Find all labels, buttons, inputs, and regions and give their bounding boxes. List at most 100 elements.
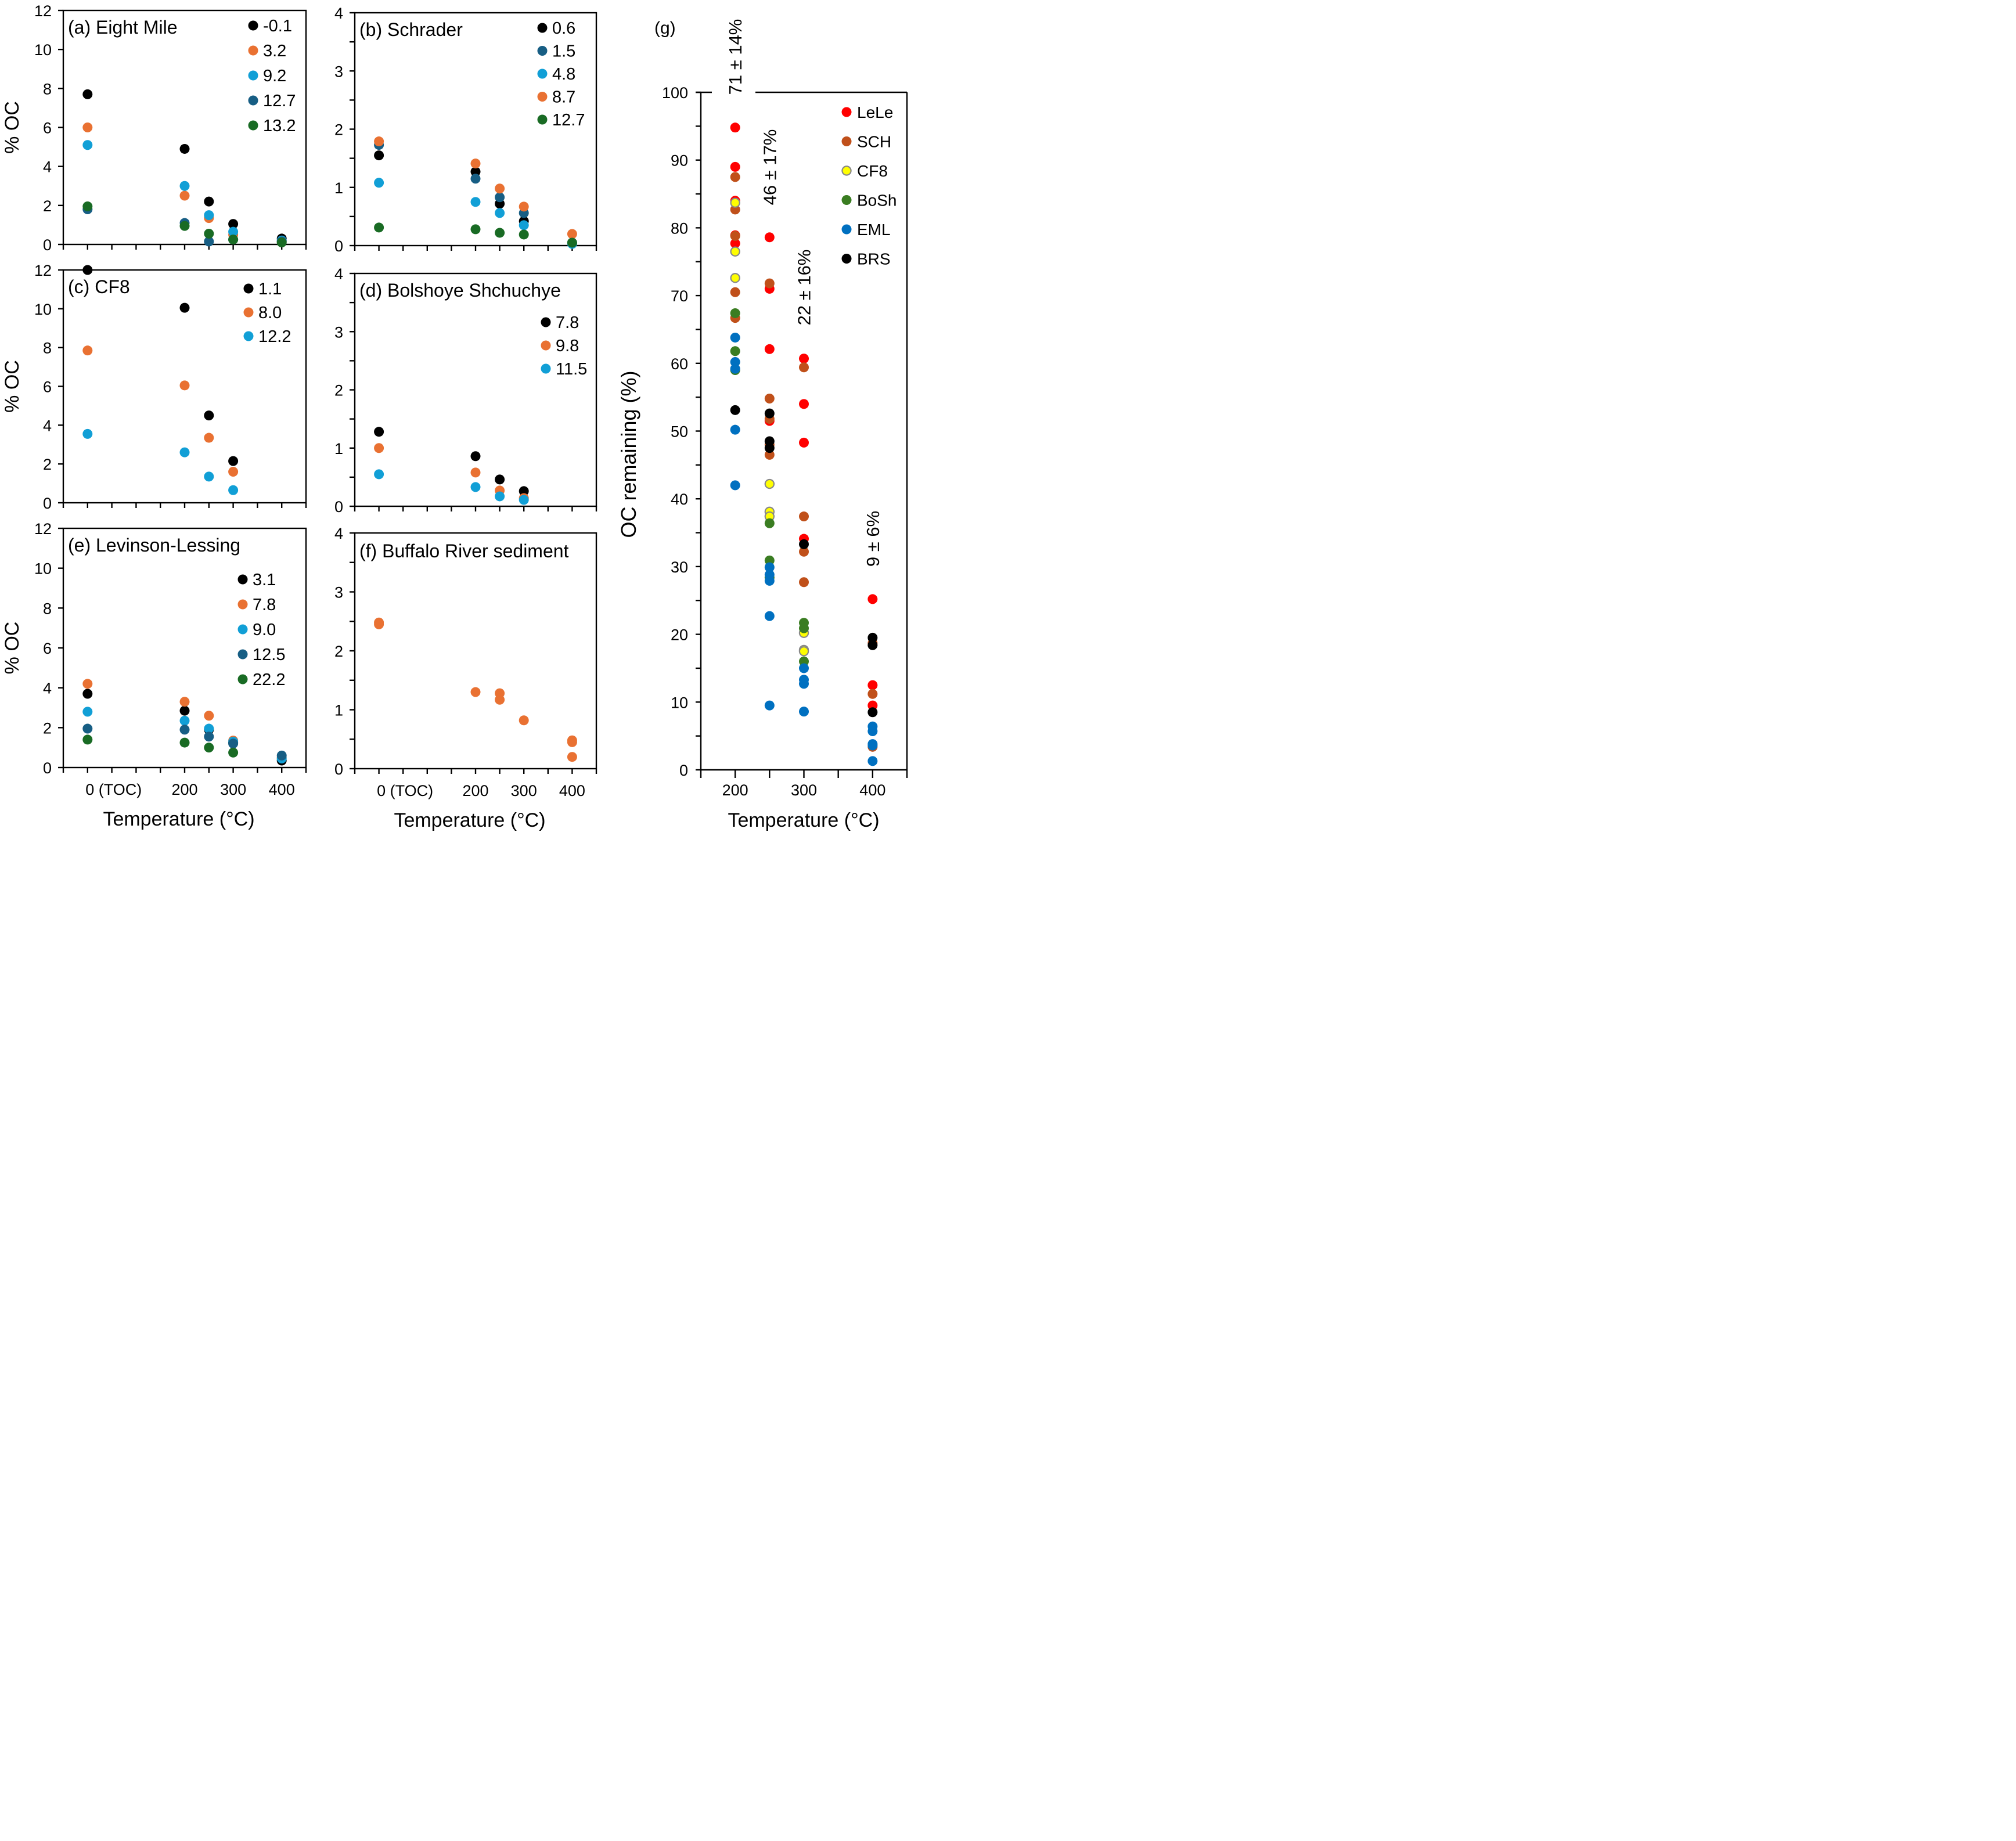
data-point (495, 694, 505, 705)
data-point (567, 737, 577, 747)
y-tick-label: 40 (671, 491, 688, 508)
data-point (764, 408, 775, 419)
data-point (82, 734, 93, 745)
data-point (519, 201, 529, 212)
data-point (730, 230, 740, 241)
data-point (82, 89, 93, 99)
data-point (567, 229, 577, 239)
legend-label: 11.5 (556, 360, 587, 379)
data-point (179, 697, 190, 707)
data-point (764, 700, 775, 711)
data-point (764, 518, 775, 528)
y-tick-label: 10 (671, 694, 688, 711)
data-point (730, 197, 740, 208)
y-tick-label: 2 (43, 719, 52, 737)
legend-marker (541, 340, 551, 351)
data-point (799, 707, 809, 717)
data-point (799, 362, 809, 373)
data-point (204, 743, 214, 753)
legend-marker (243, 283, 254, 294)
legend-marker (841, 224, 852, 235)
data-point (799, 354, 809, 364)
data-point (204, 433, 214, 443)
panel-title: (b) Schrader (359, 19, 463, 40)
legend-label: 12.7 (552, 111, 585, 129)
y-tick-label: 4 (334, 265, 343, 283)
legend-label: 9.2 (263, 67, 286, 85)
legend-label: 0.6 (552, 19, 575, 38)
data-point (799, 546, 809, 557)
y-axis-title: OC remaining (%) (617, 370, 640, 538)
data-point (519, 220, 529, 230)
y-tick-label: 4 (334, 5, 343, 22)
data-point (867, 680, 878, 690)
panel-title: (c) CF8 (68, 276, 130, 297)
legend-marker (537, 23, 548, 33)
data-point (495, 208, 505, 218)
data-point (470, 197, 481, 207)
data-point (179, 181, 190, 191)
y-tick-label: 2 (43, 456, 52, 473)
data-point (204, 410, 214, 421)
legend-marker (541, 317, 551, 327)
data-point (204, 711, 214, 721)
legend-label: 7.8 (556, 314, 579, 332)
legend-label: CF8 (857, 162, 888, 180)
data-point (519, 229, 529, 240)
data-point (82, 345, 93, 356)
y-axis-title: % OC (1, 622, 23, 675)
data-point (470, 451, 481, 462)
data-point (764, 393, 775, 403)
legend-label: 4.8 (552, 65, 575, 84)
data-point (276, 750, 287, 761)
y-tick-label: 70 (671, 287, 688, 305)
annotation-label: 22 ± 16% (794, 250, 815, 326)
data-point (204, 236, 214, 247)
legend-marker (537, 46, 548, 56)
legend-label: 1.5 (552, 42, 575, 61)
data-point (867, 756, 878, 766)
y-tick-label: 12 (34, 262, 52, 279)
data-point (730, 273, 740, 283)
data-point (228, 467, 239, 477)
y-tick-label: 4 (43, 680, 52, 697)
data-point (204, 196, 214, 207)
panel-title: (a) Eight Mile (68, 17, 178, 38)
data-point (374, 443, 384, 453)
data-point (799, 623, 809, 633)
data-point (82, 723, 93, 734)
y-tick-label: 4 (43, 417, 52, 434)
y-tick-label: 3 (334, 323, 343, 341)
data-point (228, 456, 239, 466)
legend-marker (537, 114, 548, 125)
x-tick-label: 400 (559, 782, 585, 799)
data-point (470, 167, 481, 177)
y-tick-label: 6 (43, 120, 52, 137)
y-tick-label: 0 (43, 236, 52, 254)
y-tick-label: 2 (334, 643, 343, 660)
data-point (867, 700, 878, 711)
data-point (799, 511, 809, 522)
legend-marker (248, 45, 258, 56)
y-tick-label: 3 (334, 63, 343, 80)
legend-label: 12.2 (258, 327, 291, 346)
x-tick-label: 0 (TOC) (377, 782, 433, 799)
y-tick-label: 6 (43, 379, 52, 396)
data-point (730, 161, 740, 172)
x-tick-label: 300 (511, 782, 537, 799)
data-point (519, 486, 529, 496)
legend-label: 22.2 (253, 671, 285, 689)
data-point (374, 427, 384, 437)
legend-marker (841, 107, 852, 117)
y-tick-label: 1 (334, 702, 343, 719)
y-tick-label: 50 (671, 423, 688, 441)
legend-label: BRS (857, 250, 891, 268)
data-point (764, 344, 775, 354)
data-point (179, 302, 190, 313)
legend-label: EML (857, 221, 891, 239)
